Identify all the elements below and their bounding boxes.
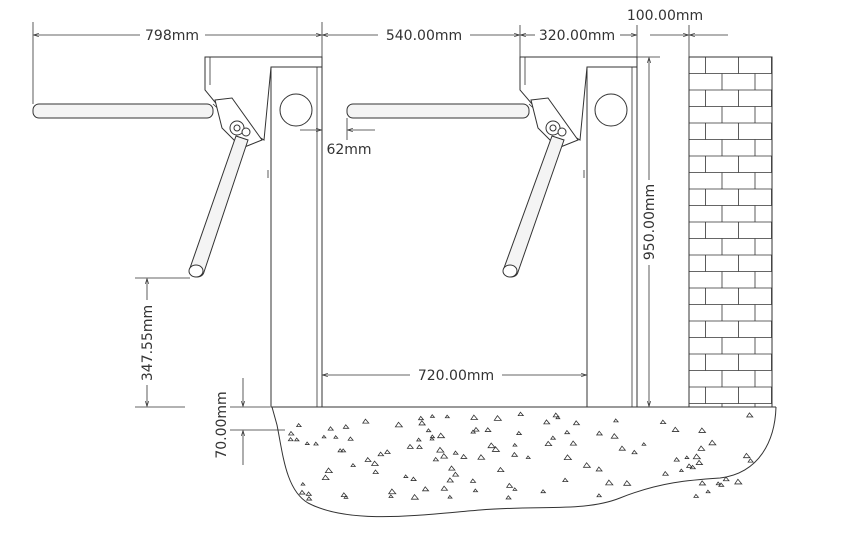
right-turnstile: [346, 56, 638, 408]
dim-wall-thickness: 100.00mm: [627, 8, 728, 57]
dim-base-depth-label: 70.00mm: [214, 391, 230, 458]
left-turnstile: [32, 56, 323, 408]
dim-arm-length: 798mm: [32, 22, 323, 104]
dim-arm-length-label: 798mm: [145, 28, 199, 44]
dim-arm-height-label: 347.55mm: [140, 305, 156, 381]
dim-cabinet-height-label: 950.00mm: [642, 184, 658, 260]
dim-cabinet-width: 320.00mm: [521, 25, 638, 57]
brick-wall: [688, 56, 773, 408]
dim-cabinet-spacing-label: 540.00mm: [386, 28, 462, 44]
dim-arm-height: 347.55mm: [135, 277, 190, 408]
dim-cabinet-height: 950.00mm: [637, 56, 660, 406]
concrete-speckles: [287, 411, 754, 501]
dim-passage-width: 720.00mm: [323, 368, 586, 384]
right-horizontal-arm: [346, 103, 530, 119]
dim-arm-gap-label: 62mm: [326, 142, 371, 158]
dim-arm-gap: 62mm: [300, 118, 375, 158]
dim-cabinet-spacing: 540.00mm: [323, 25, 521, 57]
left-indicator-light: [279, 93, 313, 127]
right-indicator-light: [594, 93, 628, 127]
left-lower-arm: [189, 135, 249, 278]
concrete-foundation: [271, 406, 777, 518]
dim-passage-width-label: 720.00mm: [418, 368, 494, 384]
dim-base-depth: 70.00mm: [214, 378, 285, 465]
right-lower-arm: [503, 135, 565, 278]
left-horizontal-arm: [32, 103, 214, 119]
dim-cabinet-width-label: 320.00mm: [539, 28, 615, 44]
dim-wall-thickness-label: 100.00mm: [627, 8, 703, 24]
